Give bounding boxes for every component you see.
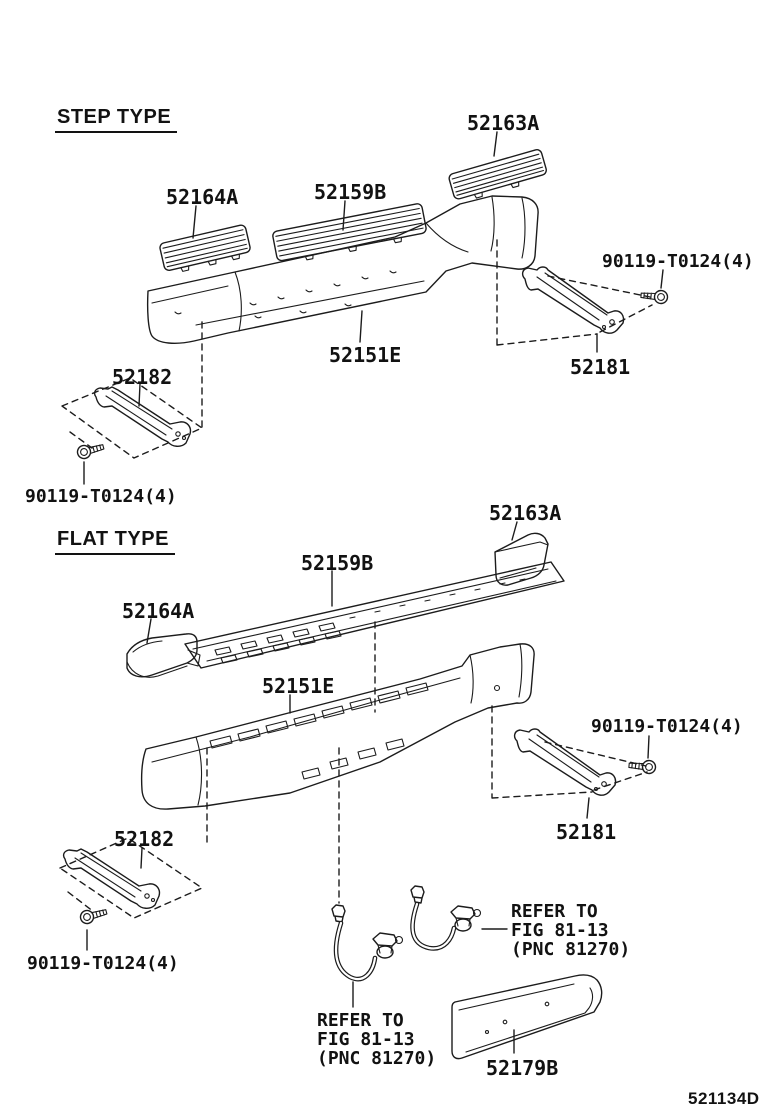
figure-code: 521134D	[688, 1089, 760, 1108]
part-number-52151e-step[interactable]: 52151E	[329, 343, 402, 367]
flat-end-cap-right-drawing	[494, 532, 549, 586]
part-number-bolt-flat-left[interactable]: 90119-T0124(4)	[27, 953, 179, 974]
part-number-bolt-flat-right[interactable]: 90119-T0124(4)	[591, 716, 743, 737]
step-bumper-surface-marks	[174, 270, 397, 319]
part-number-52164a-step[interactable]: 52164A	[166, 185, 239, 209]
refer-note-left-line1: REFER TO	[317, 1010, 404, 1031]
part-number-52182-flat[interactable]: 52182	[114, 827, 175, 851]
flat-bolt-rh-icon	[627, 758, 657, 775]
part-number-52181-step[interactable]: 52181	[570, 355, 631, 379]
refer-note-left-line3: (PNC 81270)	[317, 1048, 437, 1069]
part-number-bolt-step-left[interactable]: 90119-T0124(4)	[25, 486, 177, 507]
step-bracket-lh-drawing	[93, 386, 192, 447]
part-number-52181-flat[interactable]: 52181	[556, 820, 617, 844]
step-pad-center-drawing	[272, 203, 427, 262]
license-lamp-harness-left	[331, 904, 404, 982]
section-title-flat: FLAT TYPE	[55, 528, 175, 555]
license-lamp-harness-right	[410, 885, 482, 951]
part-number-52159b-step[interactable]: 52159B	[314, 180, 387, 204]
part-number-52159b-flat[interactable]: 52159B	[301, 551, 374, 575]
flat-bumper-drawing	[140, 643, 535, 810]
step-pad-side-drawing	[448, 149, 547, 200]
refer-note-right: REFER TO FIG 81-13 (PNC 81270)	[511, 902, 630, 959]
step-bolt-lh-icon	[75, 439, 106, 461]
flat-end-cap-left-drawing	[126, 633, 201, 678]
part-number-52179b[interactable]: 52179B	[486, 1056, 559, 1080]
refer-note-right-line3: (PNC 81270)	[511, 939, 631, 960]
refer-note-right-line2: FIG 81-13	[511, 920, 609, 941]
flat-bumper-slots	[209, 682, 501, 780]
flat-leader-lines	[86, 521, 650, 1054]
flat-dashed-guide-lines	[59, 621, 648, 919]
step-dashed-guide-lines	[61, 239, 653, 459]
refer-note-left: REFER TO FIG 81-13 (PNC 81270)	[317, 1010, 437, 1069]
step-bracket-rh-drawing	[521, 266, 625, 334]
part-number-52151e-flat[interactable]: 52151E	[262, 674, 335, 698]
refer-note-left-line2: FIG 81-13	[317, 1029, 415, 1050]
flat-board-drawing	[184, 561, 565, 669]
refer-note-right-line1: REFER TO	[511, 901, 598, 922]
section-title-step: STEP TYPE	[55, 106, 178, 133]
license-garnish-drawing	[451, 974, 603, 1060]
part-number-52164a-flat[interactable]: 52164A	[122, 599, 195, 623]
step-leader-lines	[83, 131, 664, 485]
flat-bolt-lh-icon	[78, 904, 109, 926]
part-number-bolt-step-right[interactable]: 90119-T0124(4)	[602, 251, 754, 272]
flat-bracket-rh-drawing	[513, 728, 617, 796]
step-bumper-drawing	[146, 195, 539, 344]
step-pad-end-drawing	[159, 224, 251, 272]
part-number-52182-step[interactable]: 52182	[112, 365, 173, 389]
part-number-52163a-step[interactable]: 52163A	[467, 111, 540, 135]
part-number-52163a-flat[interactable]: 52163A	[489, 501, 562, 525]
